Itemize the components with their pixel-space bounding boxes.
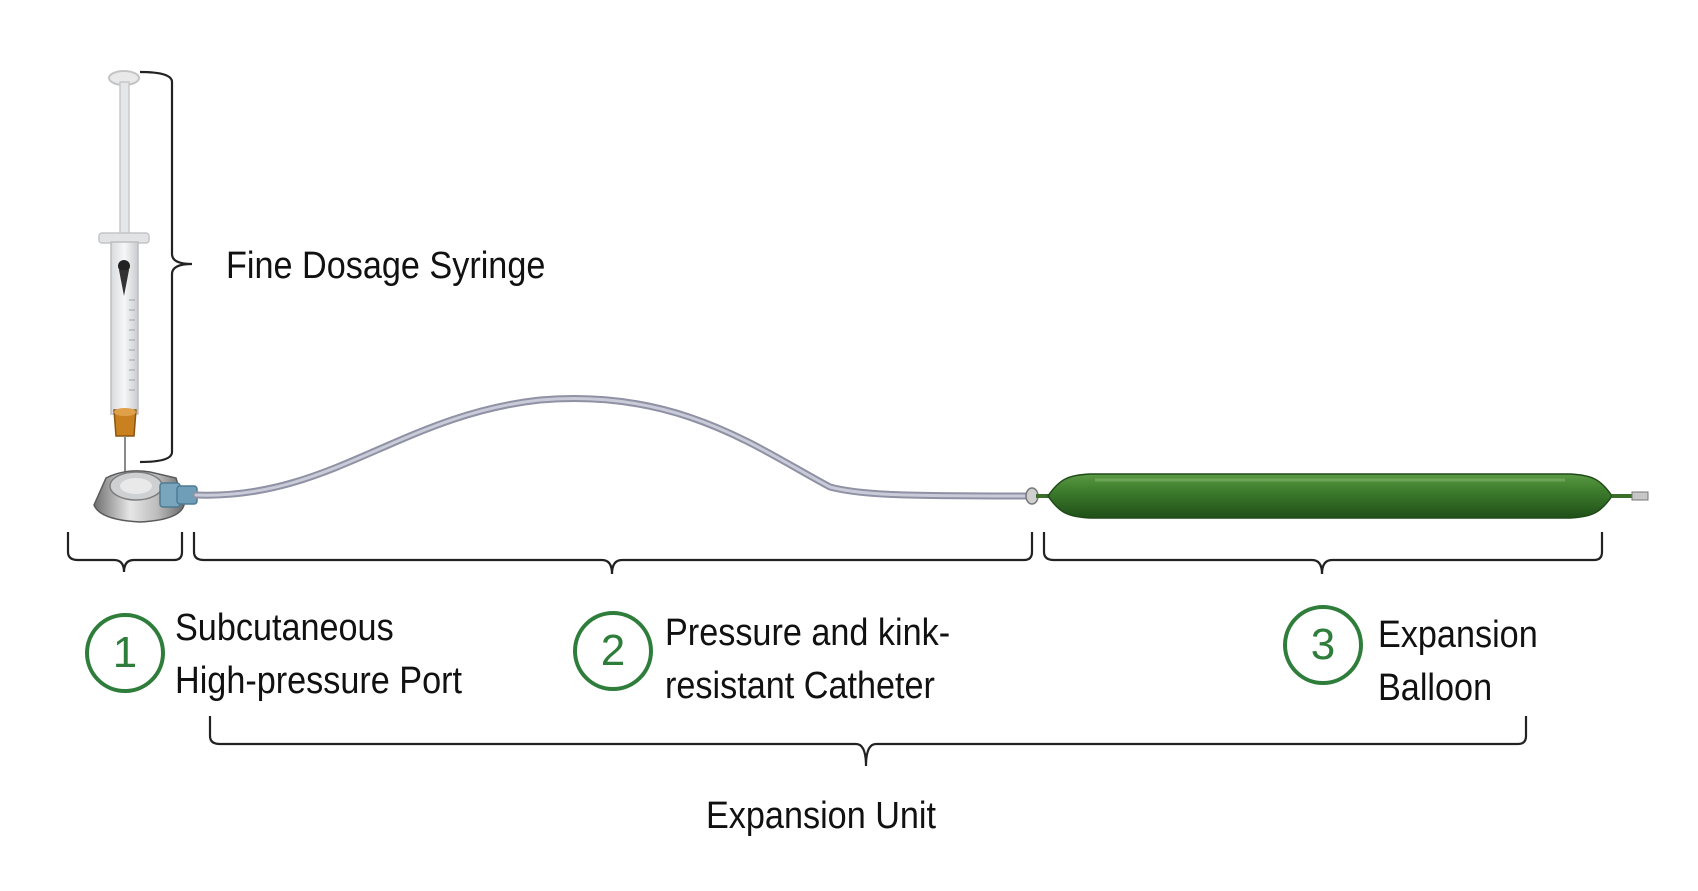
expansion-unit-bracket	[208, 716, 1528, 767]
catheter-number-badge: 2	[573, 611, 653, 691]
balloon-number-badge: 3	[1283, 605, 1363, 685]
balloon-label-line1: Expansion	[1378, 614, 1538, 656]
catheter-label-line1: Pressure and kink-	[665, 612, 951, 654]
catheter-bracket	[192, 532, 1034, 575]
port-label-line1: Subcutaneous	[175, 607, 394, 649]
catheter-icon	[192, 395, 1039, 505]
balloon-label-line2: Balloon	[1378, 667, 1493, 709]
catheter-label-line2: resistant Catheter	[665, 665, 935, 707]
port-bracket	[66, 532, 184, 573]
syringe-bracket	[139, 70, 193, 464]
connector-icon	[159, 482, 198, 508]
port-label-line2: High-pressure Port	[175, 660, 463, 702]
syringe-label: Fine Dosage Syringe	[226, 245, 546, 287]
expansion-unit-label: Expansion Unit	[706, 795, 937, 837]
balloon-bracket	[1042, 532, 1604, 575]
syringe-icon	[98, 70, 150, 482]
brackets	[66, 70, 1604, 767]
balloon-icon	[1036, 473, 1649, 519]
port-number-badge: 1	[85, 613, 165, 693]
